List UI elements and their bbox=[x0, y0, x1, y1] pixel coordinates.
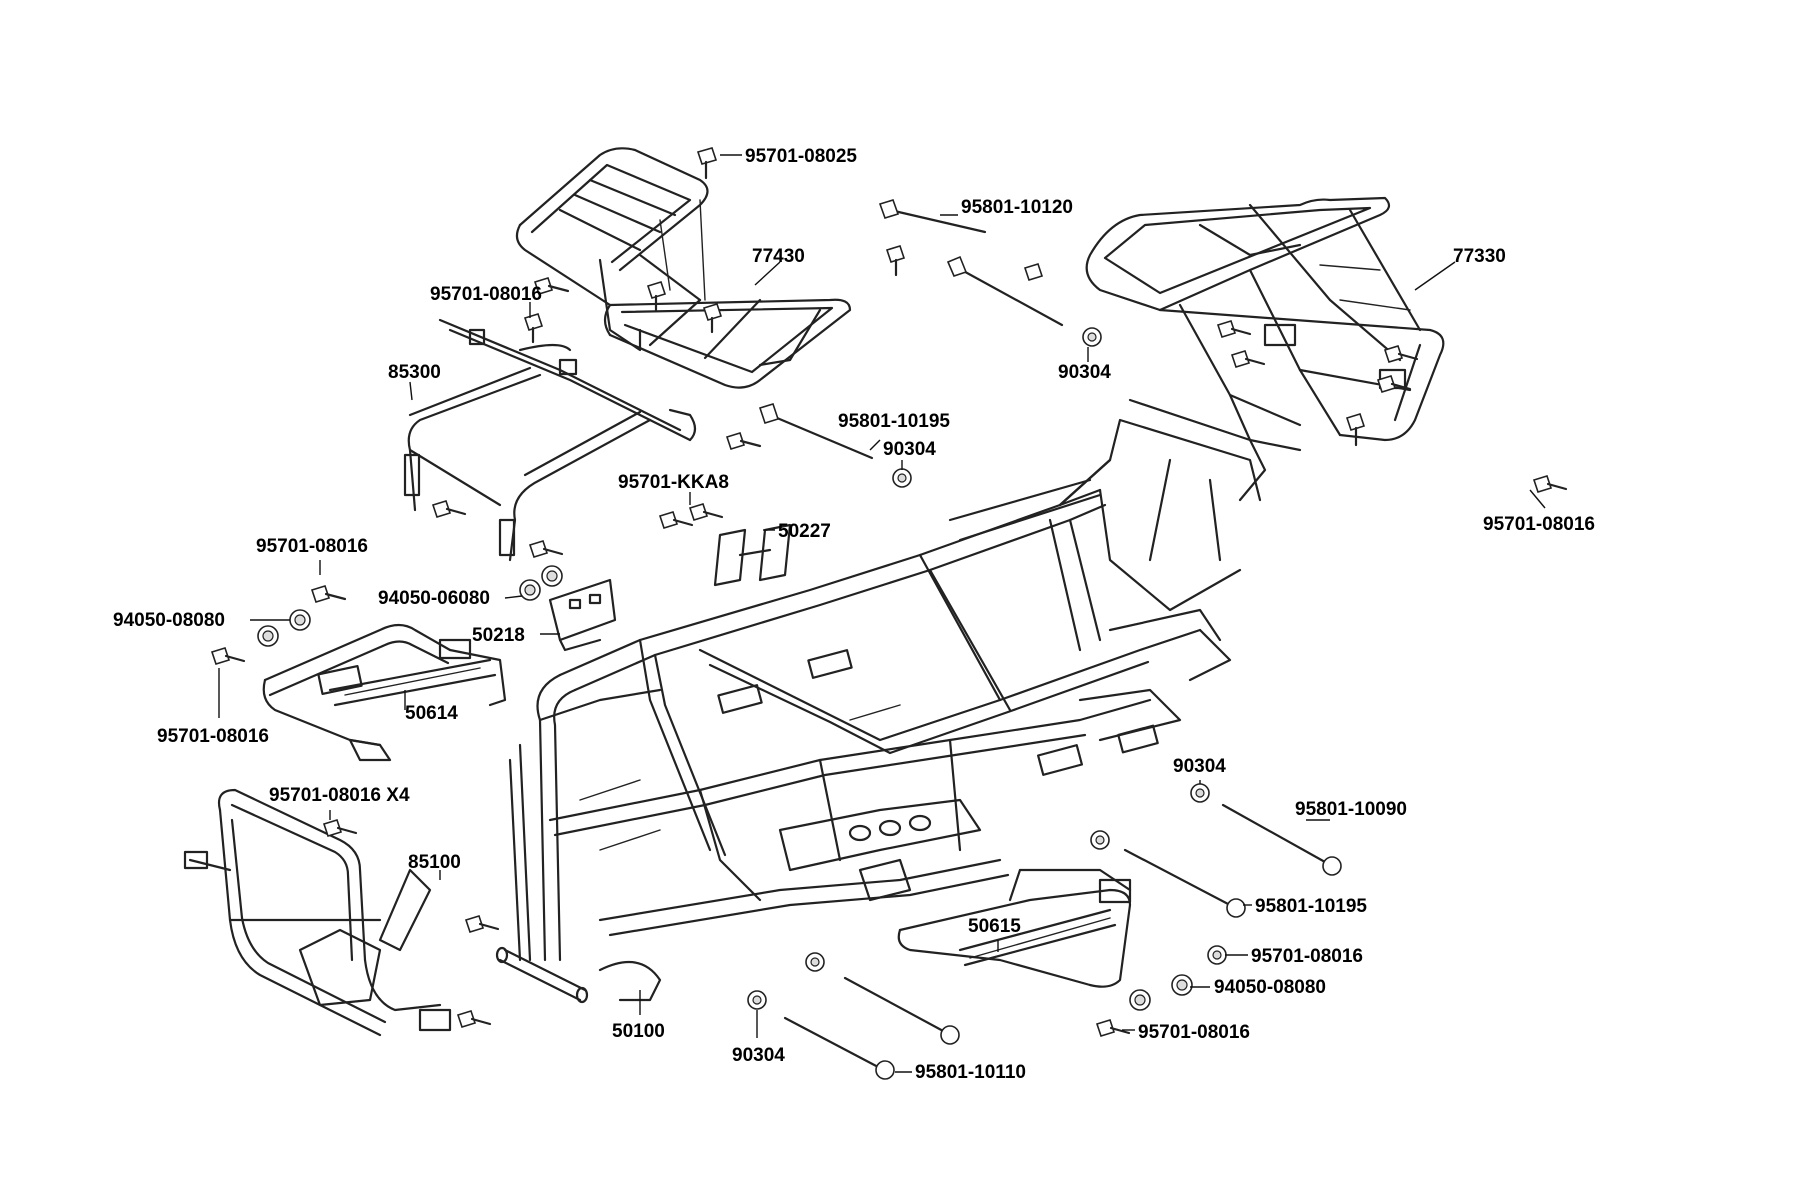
label-95701-08016-b: 95701-08016 bbox=[1483, 514, 1595, 535]
label-95701-08016-a: 95701-08016 bbox=[430, 284, 542, 305]
bracket-50227 bbox=[713, 523, 792, 587]
label-50615: 50615 bbox=[968, 916, 1021, 937]
bolt-95801-10120-a bbox=[878, 199, 987, 234]
label-95701-08016-x4: 95701-08016 X4 bbox=[269, 785, 410, 806]
label-95801-10120: 95801-10120 bbox=[961, 197, 1073, 218]
bolt-95801-10195-bottom bbox=[1123, 848, 1246, 918]
rack-77430 bbox=[515, 147, 852, 389]
label-94050-08080-b: 94050-08080 bbox=[1214, 977, 1326, 998]
footrest-50614 bbox=[262, 623, 507, 762]
label-95701-KKA8: 95701-KKA8 bbox=[618, 472, 729, 493]
label-85300: 85300 bbox=[388, 362, 441, 383]
label-95701-08016-d: 95701-08016 bbox=[157, 726, 269, 747]
rack-77330 bbox=[1085, 196, 1445, 452]
label-94050-08080-a: 94050-08080 bbox=[113, 610, 225, 631]
bolt-95801-10120-b bbox=[946, 255, 1064, 327]
label-95701-08016-c: 95701-08016 bbox=[256, 536, 368, 557]
label-95701-08016-e: 95701-08016 bbox=[1251, 946, 1363, 967]
label-95701-08025: 95701-08025 bbox=[745, 146, 857, 167]
bracket-85300 bbox=[403, 318, 697, 562]
part-labels: 95701-08025 95801-10120 77430 77330 9570… bbox=[113, 146, 1595, 1083]
label-95801-10090: 95801-10090 bbox=[1295, 799, 1407, 820]
label-90304-d: 90304 bbox=[732, 1045, 785, 1066]
label-85100: 85100 bbox=[408, 852, 461, 873]
label-95701-08016-f: 95701-08016 bbox=[1138, 1022, 1250, 1043]
label-50614: 50614 bbox=[405, 703, 458, 724]
label-77430: 77430 bbox=[752, 246, 805, 267]
bolt-95801-10110-a bbox=[843, 976, 960, 1045]
bolt-95801-10090 bbox=[1221, 803, 1342, 876]
bolt-95801-10110-b bbox=[783, 1016, 895, 1080]
label-90304-a: 90304 bbox=[1058, 362, 1111, 383]
bracket-50218 bbox=[548, 578, 617, 652]
main-frame-50100 bbox=[495, 398, 1267, 1004]
label-95801-10110: 95801-10110 bbox=[915, 1062, 1026, 1083]
label-95801-10195-b: 95801-10195 bbox=[1255, 896, 1367, 917]
label-77330: 77330 bbox=[1453, 246, 1506, 267]
small-fasteners bbox=[210, 147, 1568, 1037]
label-50218: 50218 bbox=[472, 625, 525, 646]
label-90304-c: 90304 bbox=[1173, 756, 1226, 777]
bumper-85100 bbox=[183, 788, 452, 1037]
label-90304-b: 90304 bbox=[883, 439, 936, 460]
label-95801-10195-a: 95801-10195 bbox=[838, 411, 950, 432]
label-50100: 50100 bbox=[612, 1021, 665, 1042]
label-50227: 50227 bbox=[778, 521, 831, 542]
bolt-95801-10195-top bbox=[758, 403, 874, 460]
label-94050-06080: 94050-06080 bbox=[378, 588, 490, 609]
footrest-50615 bbox=[897, 868, 1132, 988]
leader-lines bbox=[218, 154, 1546, 1073]
